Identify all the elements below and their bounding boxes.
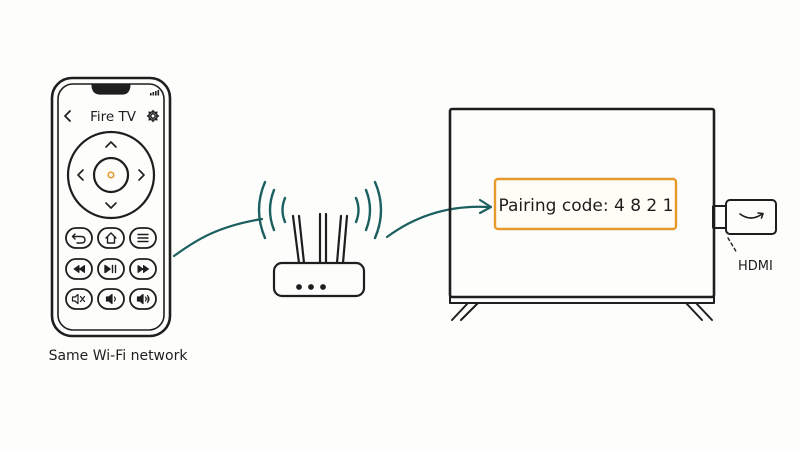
arrow-phone-to-router [172, 217, 264, 258]
hdmi-leader-line [727, 237, 738, 254]
television [448, 107, 716, 321]
select-button[interactable] [107, 171, 115, 179]
volume-up-icon [136, 293, 150, 305]
phone-remote [50, 76, 172, 338]
fast-forward-icon [137, 265, 149, 273]
home-icon [105, 232, 117, 244]
back-arrow-icon [71, 233, 86, 244]
dpad-down-icon[interactable] [105, 202, 117, 209]
volume-down-button[interactable] [97, 288, 125, 310]
fast-forward-button[interactable] [129, 258, 157, 280]
dpad-left-icon[interactable] [77, 169, 84, 181]
phone-caption: Same Wi-Fi network [49, 348, 189, 364]
dpad-up-icon[interactable] [105, 141, 117, 148]
phone-title: Fire TV [90, 109, 137, 125]
gear-icon[interactable] [146, 109, 160, 123]
tv-bottom-bezel [449, 296, 715, 304]
dpad-center-ring[interactable] [92, 156, 130, 194]
rewind-button[interactable] [65, 258, 93, 280]
phone-body [50, 76, 172, 338]
hdmi-label: HDMI [738, 259, 773, 274]
stick-body [725, 199, 777, 235]
router-antenna-right [335, 214, 349, 265]
pairing-code-text: Pairing code: 4 8 2 1 [499, 196, 674, 216]
signal-icon [150, 90, 160, 96]
mute-icon [71, 293, 86, 305]
arrowhead-icon [478, 198, 493, 215]
home-button[interactable] [97, 227, 125, 249]
router-body [272, 261, 366, 298]
router-led [296, 284, 302, 290]
back-button[interactable] [65, 227, 93, 249]
router-antenna-left [291, 214, 306, 265]
wifi-router [272, 212, 366, 298]
pairing-code-box [493, 177, 678, 231]
dpad-right-icon[interactable] [138, 169, 145, 181]
rewind-icon [73, 265, 85, 273]
tv-screen [448, 107, 716, 299]
menu-button[interactable] [129, 227, 157, 249]
router-led [308, 284, 314, 290]
arrow-router-to-tv [385, 198, 493, 239]
dpad-ring[interactable] [66, 130, 156, 220]
fire-tv-stick [712, 199, 777, 254]
router-led [320, 284, 326, 290]
menu-icon [137, 233, 149, 243]
volume-down-icon [105, 293, 116, 305]
back-chevron-icon[interactable] [64, 110, 71, 122]
play-pause-button[interactable] [97, 258, 125, 280]
phone-notch [91, 83, 131, 95]
amazon-smile-icon [739, 212, 764, 219]
wifi-waves-icon [257, 180, 383, 240]
mute-button[interactable] [65, 288, 93, 310]
volume-up-button[interactable] [129, 288, 157, 310]
tv-stand-right [685, 302, 713, 321]
play-pause-icon [104, 264, 117, 274]
tv-stand-left [451, 302, 479, 321]
router-antenna-center [318, 212, 328, 265]
